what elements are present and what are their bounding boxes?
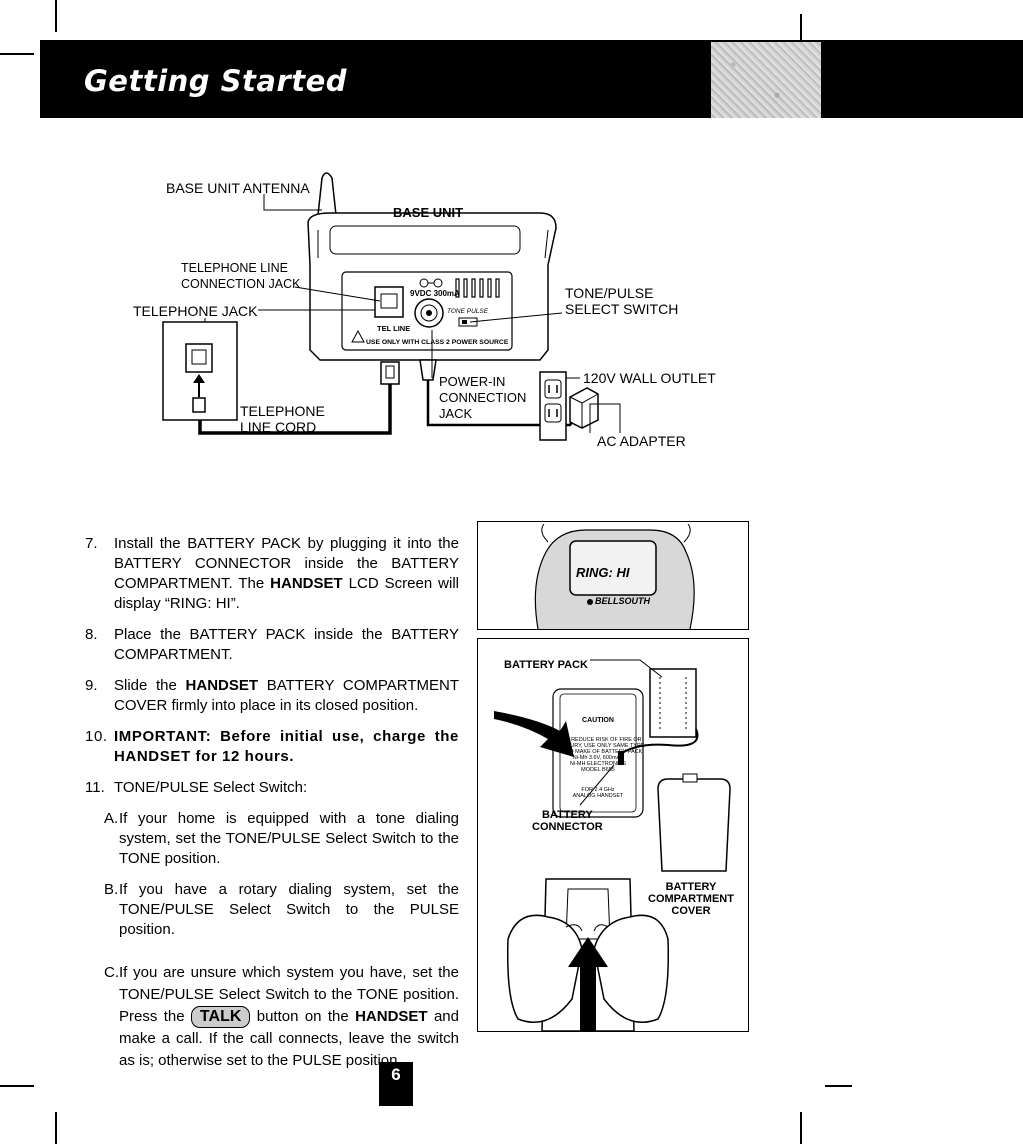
handset-top-illustration xyxy=(534,523,695,629)
label-telephone-line-connection-jack: TELEPHONE LINE CONNECTION JACK xyxy=(181,261,301,291)
crop-mark xyxy=(800,1112,802,1144)
tone-pulse-text: TONE PULSE xyxy=(447,308,489,315)
page-title: Getting Started xyxy=(84,64,348,98)
caution-title: CAUTION xyxy=(582,717,614,724)
battery-pack xyxy=(649,668,697,738)
step-9: 9.Slide the HANDSET BATTERY COMPARTMENT … xyxy=(85,677,459,714)
caution-footer: FOR 2.4 GHz ANALOG HANDSET xyxy=(572,787,624,799)
label-battery-connector: BATTERY CONNECTOR xyxy=(532,809,603,833)
label-tone-pulse-select-switch: TONE/PULSE SELECT SWITCH xyxy=(565,285,679,317)
label-wall-outlet: 120V WALL OUTLET xyxy=(583,370,716,386)
polarity-symbol xyxy=(419,278,443,288)
voltage-text: 9VDC 300mA xyxy=(410,289,460,298)
header-texture xyxy=(711,42,821,118)
label-base-unit-antenna: BASE UNIT ANTENNA xyxy=(166,180,310,196)
step-10: 10.IMPORTANT: Before initial use, charge… xyxy=(85,728,459,765)
vent-slots xyxy=(455,278,500,298)
caution-text: TO REDUCE RISK OF FIRE OR INJURY, USE ON… xyxy=(562,737,644,773)
wall-outlet xyxy=(539,371,567,441)
crop-mark xyxy=(0,1085,34,1087)
battery-figure-frame: BATTERY PACK BATTERY CONNECTOR BATTERY C… xyxy=(477,638,749,1032)
handset-back xyxy=(552,688,644,818)
warning-text: USE ONLY WITH CLASS 2 POWER SOURCE xyxy=(366,339,509,346)
instructions: 7.Install the BATTERY PACK by plugging i… xyxy=(85,534,459,1083)
brand-logo: BELLSOUTH xyxy=(595,596,650,606)
crop-mark xyxy=(55,0,57,32)
battery-illustration xyxy=(494,659,731,1031)
tel-line-text: TEL LINE xyxy=(377,324,410,333)
insert-arrow xyxy=(494,711,574,757)
step-7: 7.Install the BATTERY PACK by plugging i… xyxy=(85,535,460,612)
label-battery-pack: BATTERY PACK xyxy=(504,659,588,671)
header-bar xyxy=(40,40,1023,118)
lcd-screen xyxy=(569,540,657,596)
crop-mark xyxy=(800,14,802,46)
sub-step-b: B.If you have a rotary dialing system, s… xyxy=(104,881,459,938)
label-power-in-connection-jack: POWER-IN CONNECTION JACK xyxy=(439,374,527,421)
sub-step-c: C.If you are unsure which system you hav… xyxy=(104,964,459,1069)
crop-mark xyxy=(0,53,34,55)
base-unit-diagram: 9VDC 300mA TEL LINE TONE PULSE USE ONLY … xyxy=(162,172,621,441)
label-base-unit: BASE UNIT xyxy=(393,205,464,220)
ac-adapter xyxy=(569,387,599,429)
sub-step-a: A.If your home is equipped with a tone d… xyxy=(104,810,459,867)
crop-mark xyxy=(55,1112,57,1144)
battery-wire xyxy=(621,728,699,754)
hand-right xyxy=(593,914,670,1023)
page-number: 6 xyxy=(379,1062,413,1106)
talk-button-icon: TALK xyxy=(190,1006,251,1028)
lcd-figure-frame: RING: HI BELLSOUTH xyxy=(477,521,749,630)
label-telephone-line-cord: TELEPHONE LINE CORD xyxy=(240,403,325,435)
step-11: 11.TONE/PULSE Select Switch: xyxy=(85,779,308,796)
antenna-shape xyxy=(317,172,337,216)
label-battery-compartment-cover: BATTERY COMPARTMENT COVER xyxy=(648,881,734,917)
tel-line-jack xyxy=(374,286,404,318)
telephone-line-cord xyxy=(198,384,392,435)
leader-lines xyxy=(204,194,621,433)
warning-triangle xyxy=(351,329,365,343)
label-ac-adapter: AC ADAPTER xyxy=(597,433,686,449)
caution-block: CAUTION TO REDUCE RISK OF FIRE OR INJURY… xyxy=(562,705,644,811)
step-8: 8.Place the BATTERY PACK inside the BATT… xyxy=(85,626,459,663)
slide-arrow xyxy=(568,937,608,1031)
tone-pulse-switch xyxy=(458,317,478,327)
crop-mark xyxy=(825,1085,852,1087)
label-telephone-jack: TELEPHONE JACK xyxy=(133,303,258,319)
hand-left xyxy=(506,914,583,1023)
battery-cover xyxy=(657,778,731,872)
lcd-display-text: RING: HI xyxy=(576,565,630,580)
